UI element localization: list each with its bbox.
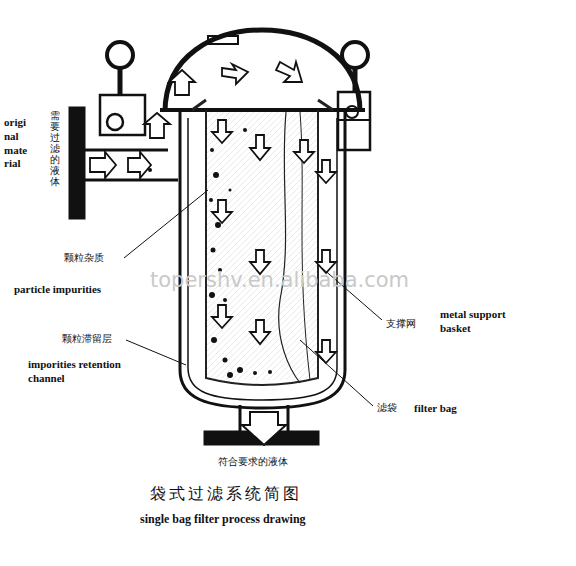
caption: 袋式过滤系统简图 <box>150 484 302 503</box>
part-label: imporities retention channel <box>28 358 146 386</box>
part-label: 颗粒杂质 <box>64 252 104 264</box>
watermark: topershv.en.alibaba.com <box>150 268 409 292</box>
part-label: 颗粒滞留层 <box>62 333 112 345</box>
part-label: 滤袋 <box>377 402 397 414</box>
part-label: 支撑网 <box>386 318 416 330</box>
part-label: particle impurities <box>14 283 101 297</box>
inlet-label: origi nal mate rial <box>4 116 38 171</box>
outlet-label: 符合要求的液体 <box>218 456 288 468</box>
caption-english: single bag filter process drawing <box>140 512 306 527</box>
part-label: filter bag <box>414 402 457 416</box>
vertical-label: 需要过滤的液体 <box>50 110 60 187</box>
part-label: metal support basket <box>440 308 530 336</box>
